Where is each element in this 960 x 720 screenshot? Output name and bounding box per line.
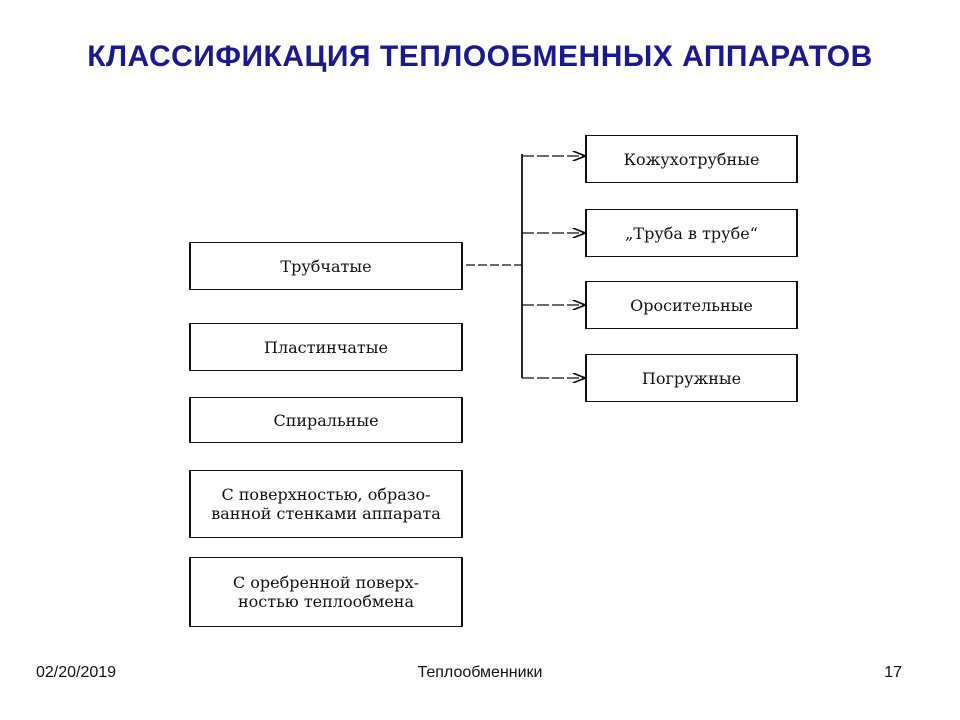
box-label: Пластинчатые	[264, 337, 388, 357]
box-label: Оросительные	[630, 295, 753, 315]
box-label: С оребренной поверх- ностью теплообмена	[232, 573, 420, 611]
footer-title: Теплообменники	[417, 664, 543, 681]
box-poverkhnost-stenkami: С поверхностью, образо- ванной стенками …	[189, 470, 463, 538]
box-orebrennaya-poverkhnost: С оребренной поверх- ностью теплообмена	[189, 557, 463, 627]
box-truba-v-trube: „Труба в трубе“	[585, 209, 798, 257]
page-number: 17	[884, 664, 902, 681]
box-label: Погружные	[641, 368, 742, 388]
box-label: „Труба в трубе“	[625, 223, 758, 243]
box-label: Трубчатые	[280, 256, 372, 276]
box-label: Спиральные	[273, 410, 379, 430]
box-orositelnye: Оросительные	[585, 281, 798, 329]
box-label: Кожухотрубные	[623, 149, 760, 169]
box-label: С поверхностью, образо- ванной стенками …	[211, 485, 441, 523]
box-plastinchatye: Пластинчатые	[189, 323, 463, 371]
box-trubchatye: Трубчатые	[189, 242, 463, 290]
box-kozhukhotrubnye: Кожухотрубные	[585, 135, 798, 183]
box-spiralnye: Спиральные	[189, 397, 463, 443]
slide-title: КЛАССИФИКАЦИЯ ТЕПЛООБМЕННЫХ АППАРАТОВ	[87, 40, 873, 73]
box-pogruzhnye: Погружные	[585, 354, 798, 402]
footer-date: 02/20/2019	[36, 664, 117, 681]
